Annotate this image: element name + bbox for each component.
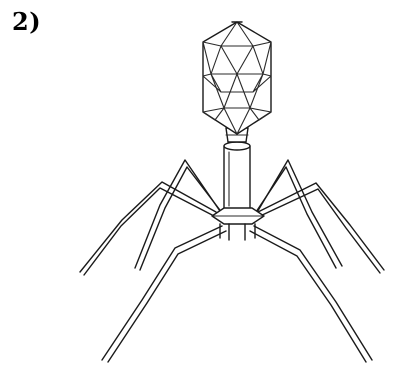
tail-sheath [224,142,250,213]
tail-fiber-far-left [80,182,216,275]
tail-fiber-front-right [250,226,372,362]
capsid-head [203,22,271,134]
base-plate [212,208,264,240]
tail-fiber-front-left [102,226,226,362]
